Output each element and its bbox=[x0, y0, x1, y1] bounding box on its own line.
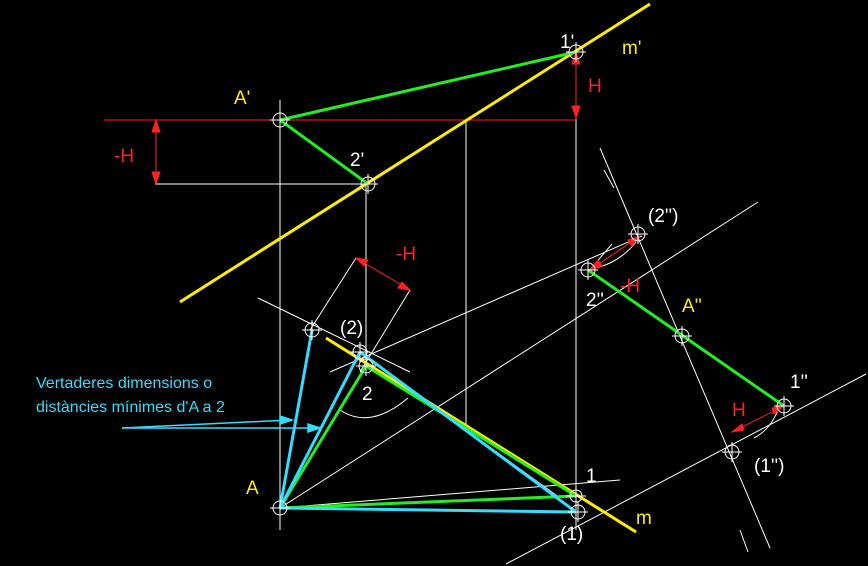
label-2: 2 bbox=[362, 384, 373, 405]
marker-1-paren bbox=[568, 502, 588, 522]
label-H-right: H bbox=[732, 400, 746, 421]
label-A-prime: A' bbox=[234, 88, 250, 109]
label-m: m bbox=[636, 508, 652, 529]
cyan-A-to-2paren bbox=[278, 351, 362, 509]
label-1-prime: 1' bbox=[560, 32, 574, 53]
label-1pp: 1'' bbox=[790, 372, 808, 393]
oblique-long-bottom bbox=[279, 201, 759, 509]
marker-1pp-paren bbox=[722, 442, 742, 462]
seg-2-1 bbox=[365, 364, 577, 498]
red-measures bbox=[104, 50, 786, 433]
marker-2 bbox=[356, 356, 376, 376]
marker-A-prime bbox=[270, 110, 290, 130]
marker-2-prime bbox=[358, 174, 378, 194]
label-m-prime: m' bbox=[622, 38, 641, 59]
label-minus-H-left: -H bbox=[114, 146, 134, 167]
seg-2pp-1pp bbox=[587, 268, 785, 408]
arrow-minus-H-down bbox=[151, 171, 161, 186]
seg-Aprime-1prime bbox=[279, 50, 577, 122]
arrow-H-right-a bbox=[730, 423, 745, 433]
label-2pp: 2'' bbox=[586, 290, 604, 311]
cyan-A-to-rotated bbox=[278, 329, 314, 509]
construction-from-A bbox=[257, 297, 411, 373]
cyan-A-to-1paren bbox=[279, 506, 577, 514]
arc-2-rotation bbox=[339, 397, 409, 419]
marker-2pp-paren bbox=[628, 224, 648, 244]
short-tick-2 bbox=[739, 529, 749, 553]
label-minus-H-upper: -H bbox=[396, 244, 416, 265]
label-2pp-paren: (2'') bbox=[648, 206, 678, 227]
label-1: 1 bbox=[586, 466, 597, 487]
marker-1pp bbox=[774, 396, 794, 416]
arc-1pp-rotation bbox=[753, 409, 779, 439]
arrow-H-top-down bbox=[571, 105, 581, 120]
annotation-line-2: distàncies mínimes d'A a 2 bbox=[36, 399, 225, 416]
arrow-minus-H-up bbox=[151, 118, 161, 133]
label-minus-H-right: -H bbox=[620, 276, 640, 297]
label-2-paren: (2) bbox=[340, 318, 363, 339]
label-A-dbl: A'' bbox=[682, 296, 702, 317]
marker-A bbox=[270, 498, 290, 518]
label-A: A bbox=[246, 478, 259, 499]
label-2-prime: 2' bbox=[350, 150, 364, 171]
marker-rotated bbox=[302, 320, 322, 340]
yellow-lines bbox=[179, 2, 651, 534]
seg-Aprime-2prime bbox=[279, 118, 369, 186]
marker-A-dbl bbox=[672, 326, 692, 346]
rotation-arcs bbox=[339, 241, 779, 439]
arrow-minus-H-right-a bbox=[588, 259, 603, 272]
cyan-true-size bbox=[278, 329, 577, 514]
arrow-minus-H-upper-b bbox=[397, 281, 412, 291]
marker-1 bbox=[566, 486, 586, 506]
oblique-through-2 bbox=[329, 235, 643, 373]
construction-hinge-left bbox=[309, 257, 357, 331]
label-H-top: H bbox=[588, 76, 602, 97]
seg-A-2 bbox=[278, 365, 368, 509]
seg-A-1 bbox=[279, 494, 577, 510]
construction-lines bbox=[155, 100, 867, 565]
oblique-through-A bbox=[279, 479, 621, 509]
marker-2pp bbox=[578, 260, 598, 280]
label-1-paren: (1) bbox=[560, 524, 583, 545]
arrow-minus-H-upper-a bbox=[354, 257, 369, 267]
line-m bbox=[325, 336, 637, 534]
leader-arrow-1 bbox=[279, 414, 295, 426]
oblique-through-1-long bbox=[505, 373, 867, 565]
leader-line-1 bbox=[121, 419, 291, 429]
green-segments bbox=[278, 50, 785, 510]
cyan-leader bbox=[121, 414, 323, 434]
label-1pp-paren: (1'') bbox=[754, 456, 784, 477]
point-markers bbox=[270, 42, 794, 522]
marker-1-prime bbox=[566, 42, 586, 62]
annotation-line-1: Vertaderes dimensions o bbox=[36, 375, 212, 392]
perpendicular-rebate-axis bbox=[599, 147, 771, 549]
leader-arrow-2 bbox=[307, 422, 323, 434]
marker-2-paren bbox=[350, 342, 370, 362]
short-tick-1 bbox=[603, 169, 615, 189]
cyan-2paren-to-1paren bbox=[359, 350, 577, 514]
